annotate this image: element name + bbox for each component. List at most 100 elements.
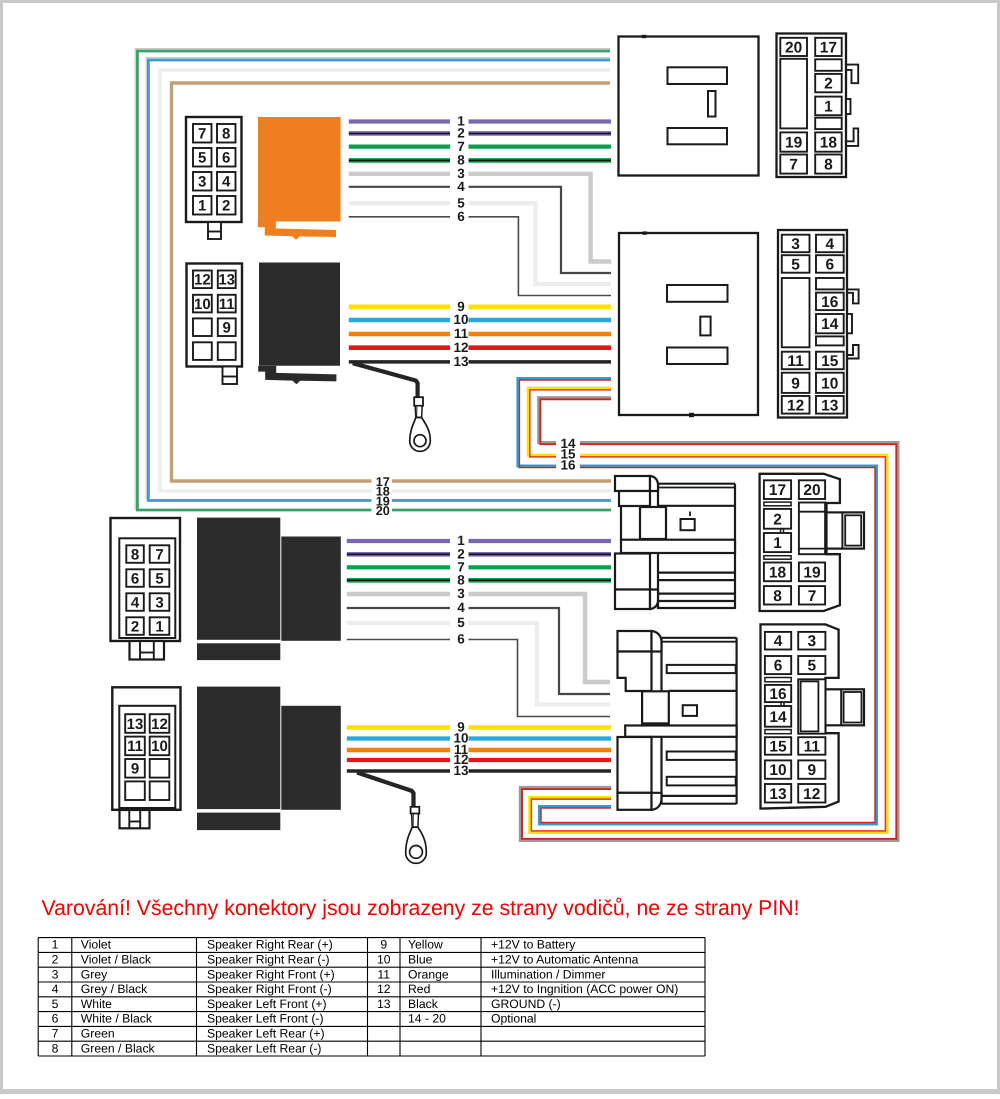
svg-text:2: 2 bbox=[131, 618, 139, 635]
svg-text:White: White bbox=[81, 997, 112, 1011]
svg-text:11: 11 bbox=[377, 967, 390, 981]
svg-text:Violet / Black: Violet / Black bbox=[81, 953, 152, 967]
svg-text:Violet: Violet bbox=[81, 938, 112, 952]
svg-text:4: 4 bbox=[222, 174, 231, 191]
svg-text:13: 13 bbox=[453, 763, 469, 778]
svg-text:Speaker Left Rear (-): Speaker Left Rear (-) bbox=[207, 1041, 321, 1055]
svg-text:13: 13 bbox=[453, 354, 469, 369]
svg-text:18: 18 bbox=[820, 135, 838, 152]
svg-text:10: 10 bbox=[769, 762, 786, 779]
svg-text:Blue: Blue bbox=[408, 953, 433, 967]
svg-text:3: 3 bbox=[807, 633, 816, 650]
svg-text:5: 5 bbox=[198, 150, 206, 167]
svg-text:9: 9 bbox=[807, 762, 816, 779]
svg-text:13: 13 bbox=[769, 786, 787, 803]
svg-text:7: 7 bbox=[52, 1027, 59, 1041]
svg-text:3: 3 bbox=[52, 967, 59, 981]
svg-text:8: 8 bbox=[131, 546, 139, 563]
svg-text:16: 16 bbox=[769, 686, 787, 703]
svg-text:10: 10 bbox=[377, 953, 391, 967]
svg-text:Speaker Left Front (-): Speaker Left Front (-) bbox=[207, 1012, 324, 1026]
svg-text:13: 13 bbox=[127, 716, 144, 733]
svg-text:2: 2 bbox=[773, 511, 782, 528]
svg-text:Red: Red bbox=[408, 982, 430, 996]
svg-text:15: 15 bbox=[769, 738, 787, 755]
svg-text:17: 17 bbox=[769, 482, 786, 499]
svg-text:11: 11 bbox=[787, 353, 804, 370]
svg-text:Speaker Right Front (+): Speaker Right Front (+) bbox=[207, 967, 335, 981]
svg-text:12: 12 bbox=[377, 982, 391, 996]
svg-text:Green / Black: Green / Black bbox=[81, 1041, 156, 1055]
svg-text:13: 13 bbox=[218, 272, 235, 289]
svg-text:1: 1 bbox=[52, 938, 59, 952]
svg-text:19: 19 bbox=[803, 564, 821, 581]
svg-text:6: 6 bbox=[52, 1012, 59, 1026]
svg-text:6: 6 bbox=[825, 256, 834, 273]
svg-text:20: 20 bbox=[803, 482, 820, 499]
svg-text:12: 12 bbox=[194, 272, 211, 289]
svg-text:6: 6 bbox=[457, 632, 465, 647]
svg-text:Varování! Všechny konektory js: Varování! Všechny konektory jsou zobraze… bbox=[42, 896, 800, 920]
svg-text:13: 13 bbox=[821, 397, 839, 414]
svg-text:4: 4 bbox=[131, 594, 140, 611]
svg-text:4: 4 bbox=[825, 236, 834, 253]
svg-text:4: 4 bbox=[774, 633, 783, 650]
svg-text:Speaker Right Rear (+): Speaker Right Rear (+) bbox=[207, 938, 333, 952]
svg-text:5: 5 bbox=[52, 997, 59, 1011]
svg-text:Grey: Grey bbox=[81, 967, 108, 981]
svg-text:14: 14 bbox=[821, 316, 839, 333]
svg-text:3: 3 bbox=[791, 236, 800, 253]
svg-text:3: 3 bbox=[155, 594, 163, 611]
svg-text:9: 9 bbox=[223, 320, 231, 337]
svg-text:1: 1 bbox=[824, 98, 833, 115]
svg-text:8: 8 bbox=[52, 1041, 59, 1055]
svg-text:10: 10 bbox=[453, 312, 468, 327]
svg-text:10: 10 bbox=[821, 375, 838, 392]
svg-text:9: 9 bbox=[131, 761, 139, 778]
svg-text:Grey / Black: Grey / Black bbox=[81, 982, 148, 996]
svg-text:11: 11 bbox=[127, 738, 143, 755]
svg-text:Optional: Optional bbox=[491, 1012, 536, 1026]
svg-text:Black: Black bbox=[408, 997, 439, 1011]
svg-text:11: 11 bbox=[219, 296, 235, 313]
svg-text:5: 5 bbox=[807, 658, 816, 675]
svg-text:Orange: Orange bbox=[408, 967, 449, 981]
svg-text:1: 1 bbox=[198, 198, 206, 215]
svg-text:14 - 20: 14 - 20 bbox=[408, 1012, 446, 1026]
svg-text:8: 8 bbox=[824, 157, 833, 174]
svg-text:6: 6 bbox=[457, 209, 465, 224]
svg-text:Speaker Left Rear (+): Speaker Left Rear (+) bbox=[207, 1027, 325, 1041]
svg-text:Speaker Right Rear (-): Speaker Right Rear (-) bbox=[207, 953, 330, 967]
svg-text:Speaker Left Front (+): Speaker Left Front (+) bbox=[207, 997, 327, 1011]
svg-text:7: 7 bbox=[789, 157, 798, 174]
svg-text:19: 19 bbox=[785, 135, 803, 152]
svg-text:11: 11 bbox=[804, 738, 821, 755]
svg-text:3: 3 bbox=[457, 586, 465, 601]
svg-text:13: 13 bbox=[377, 997, 391, 1011]
svg-text:12: 12 bbox=[803, 786, 820, 803]
svg-text:8: 8 bbox=[222, 126, 230, 143]
svg-text:7: 7 bbox=[155, 546, 163, 563]
svg-text:9: 9 bbox=[380, 938, 387, 952]
svg-text:Illumination / Dimmer: Illumination / Dimmer bbox=[491, 967, 605, 981]
svg-text:20: 20 bbox=[785, 39, 802, 56]
svg-text:7: 7 bbox=[457, 139, 465, 154]
svg-text:5: 5 bbox=[457, 615, 465, 630]
svg-text:10: 10 bbox=[151, 738, 168, 755]
svg-text:2: 2 bbox=[52, 953, 59, 967]
svg-text:16: 16 bbox=[560, 457, 576, 472]
svg-text:2: 2 bbox=[824, 76, 833, 93]
svg-text:10: 10 bbox=[194, 296, 211, 313]
svg-text:+12V to Ingnition (ACC power O: +12V to Ingnition (ACC power ON) bbox=[491, 982, 678, 996]
svg-text:2: 2 bbox=[222, 198, 230, 215]
svg-text:5: 5 bbox=[155, 570, 163, 587]
svg-text:Yellow: Yellow bbox=[408, 938, 443, 952]
svg-text:9: 9 bbox=[791, 375, 800, 392]
svg-text:12: 12 bbox=[787, 397, 804, 414]
svg-text:4: 4 bbox=[457, 179, 465, 194]
svg-text:+12V to Automatic Antenna: +12V to Automatic Antenna bbox=[491, 953, 639, 967]
svg-text:17: 17 bbox=[820, 39, 837, 56]
svg-text:7: 7 bbox=[198, 126, 206, 143]
svg-text:12: 12 bbox=[453, 340, 468, 355]
svg-text:18: 18 bbox=[769, 564, 787, 581]
